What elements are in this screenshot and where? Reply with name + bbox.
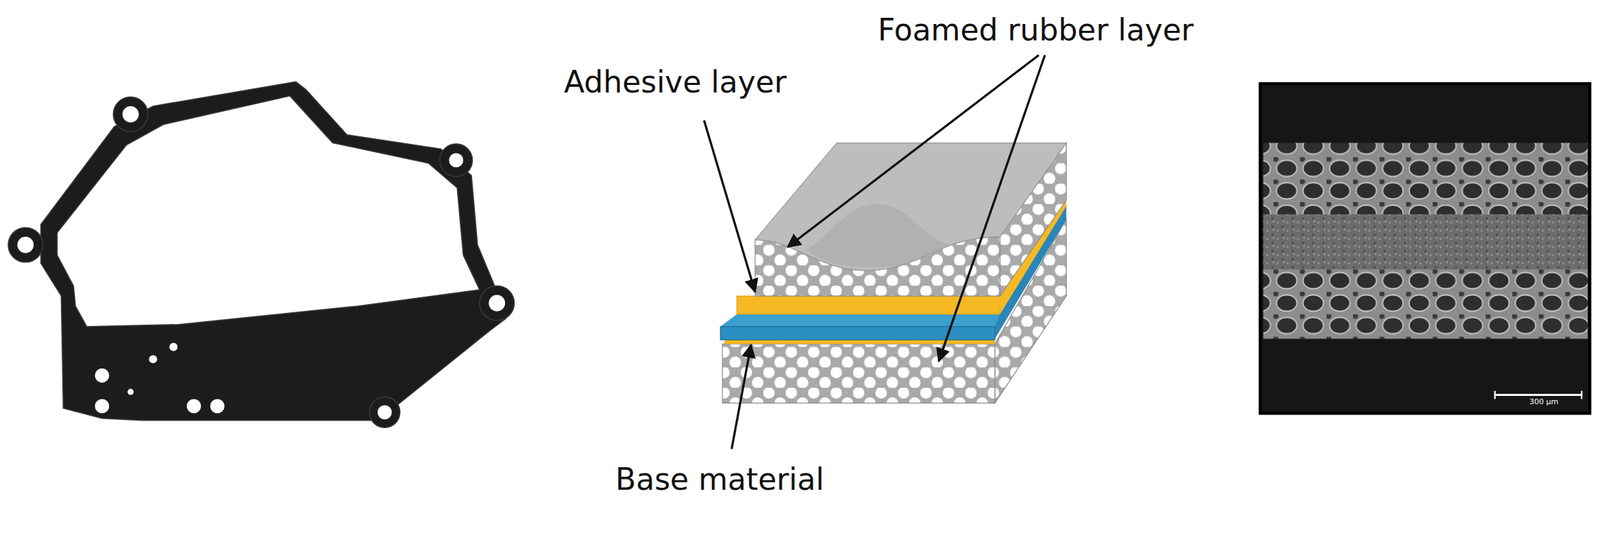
bolt-hole <box>210 398 225 414</box>
bolt-hole <box>94 368 109 384</box>
bolt-hole <box>187 398 202 414</box>
leader-line <box>938 54 1045 362</box>
gasket-ear <box>113 97 149 133</box>
bottom-foam-front <box>722 343 995 403</box>
base-top <box>720 314 1000 327</box>
bolt-hole <box>448 152 464 168</box>
gasket <box>8 81 515 428</box>
small-hole <box>148 354 157 364</box>
bolt-hole <box>122 106 140 123</box>
gasket-ears <box>8 97 515 429</box>
scale-bar <box>1495 394 1583 397</box>
sem-image <box>1260 83 1590 414</box>
bolt-hole <box>94 398 109 414</box>
bolt-hole <box>377 404 392 420</box>
part-label: Foamed rubber layer <box>877 13 1194 47</box>
part-label: Base material <box>615 463 825 497</box>
leader-line <box>704 120 756 292</box>
gasket-body <box>41 81 507 421</box>
leader-lines <box>704 54 1045 449</box>
sem-base-layer <box>1263 214 1589 272</box>
gasket-ear <box>479 285 515 321</box>
scale-bar-tick <box>1580 391 1583 400</box>
layer-block <box>720 143 1067 404</box>
base-front <box>720 326 995 340</box>
gasket-holes <box>17 106 506 420</box>
bolt-hole <box>17 237 34 254</box>
sem-top-foam <box>1263 143 1589 217</box>
gasket-ear <box>8 227 44 263</box>
gasket-ear <box>439 143 473 177</box>
surface-dent-shade <box>805 204 949 268</box>
small-hole <box>127 389 134 396</box>
scale-bar-tick <box>1493 391 1496 400</box>
bolt-hole <box>488 295 506 312</box>
top-foam-surface <box>755 143 1067 271</box>
leader-line <box>788 54 1039 247</box>
leader-line <box>731 345 752 450</box>
scale-label: 300 μm <box>1529 398 1559 407</box>
sem-frame <box>1260 83 1590 414</box>
small-hole <box>169 343 178 352</box>
sem-bottom-foam <box>1263 269 1589 339</box>
part-label: Adhesive layer <box>563 65 787 99</box>
gasket-ear <box>369 397 401 429</box>
